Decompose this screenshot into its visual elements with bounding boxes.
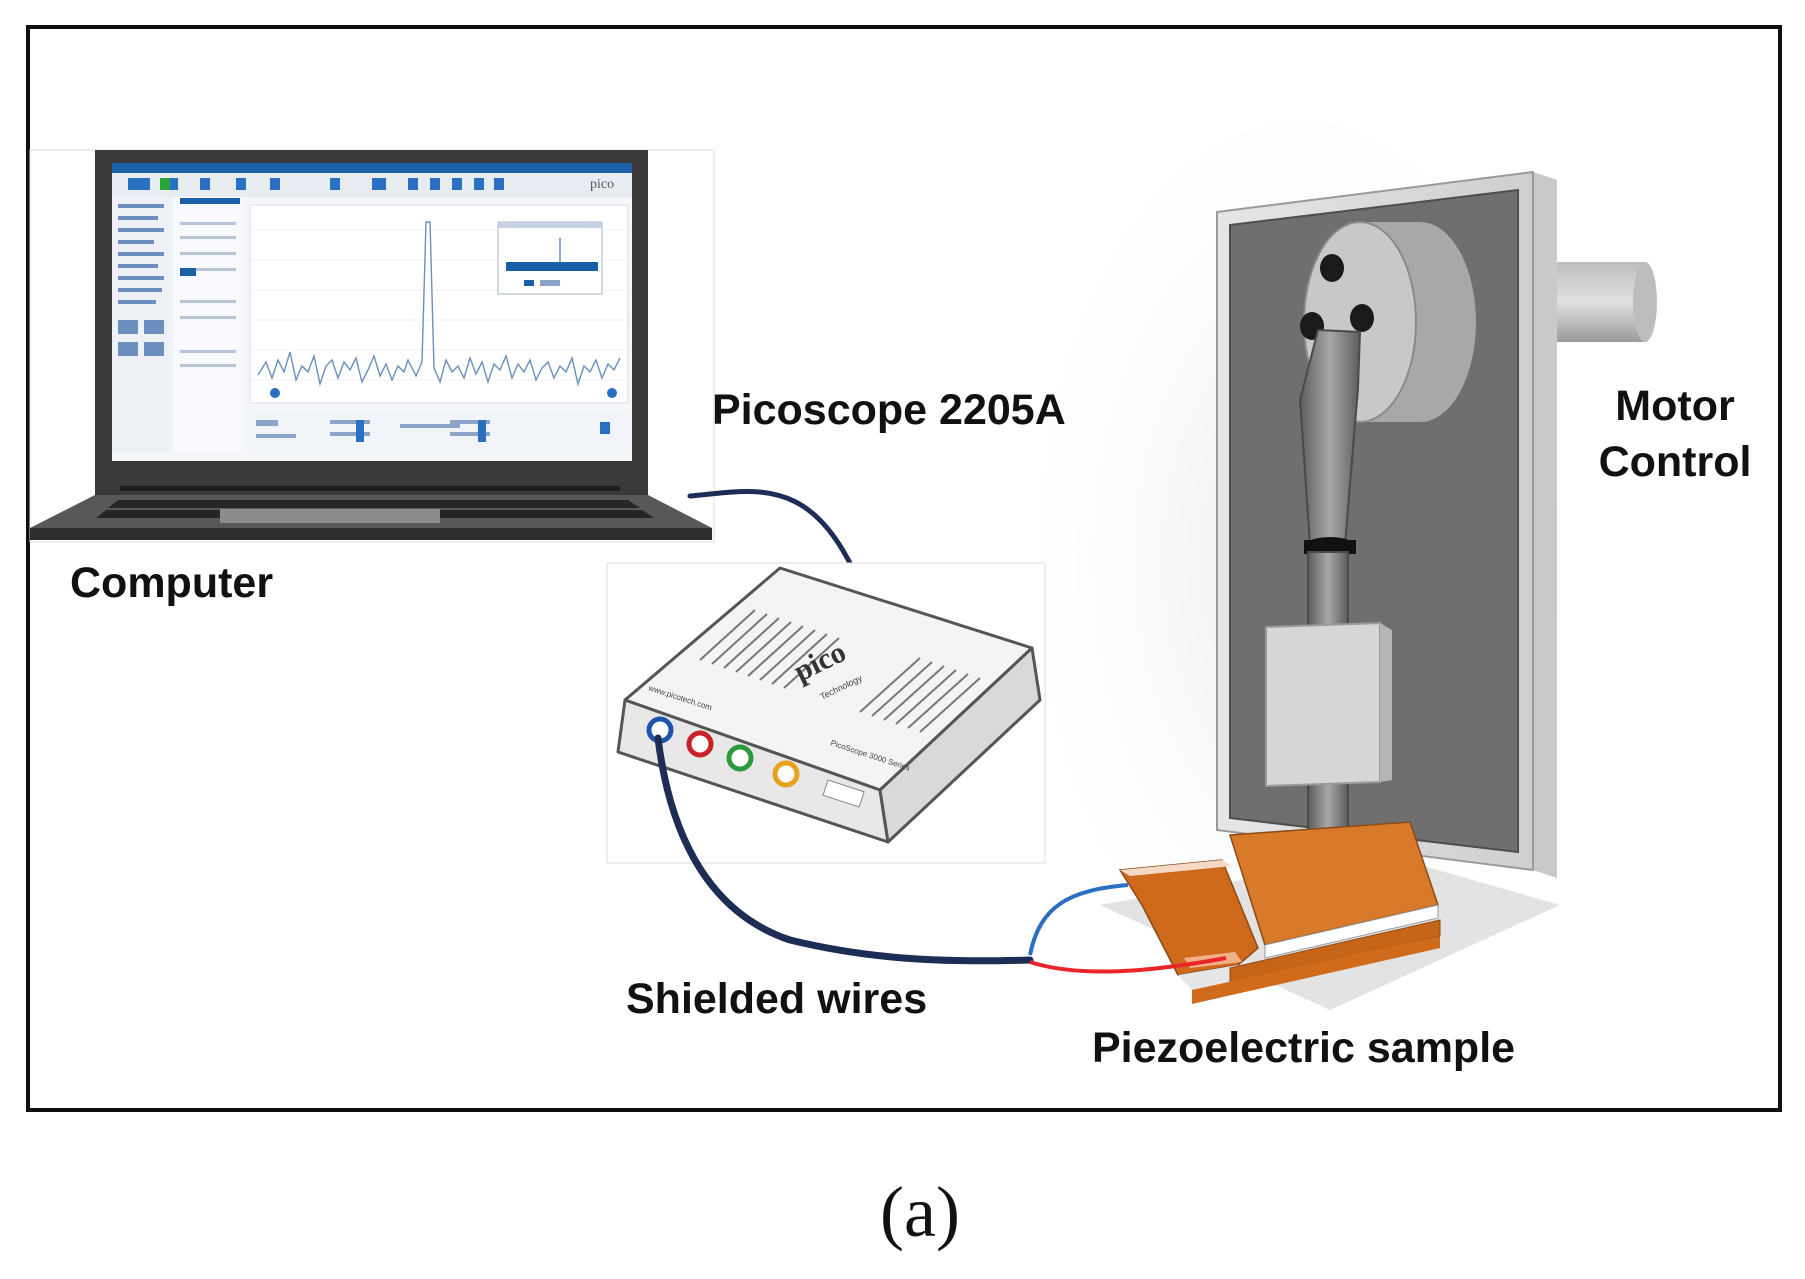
motor-shaft: [1545, 262, 1647, 342]
clamp-block: [1265, 621, 1381, 788]
label-piezoelectric-sample: Piezoelectric sample: [1092, 1024, 1515, 1072]
piezoelectric-sample: [1118, 821, 1441, 1004]
wire-red: [1029, 956, 1227, 974]
label-motor-line1: Motor: [1615, 382, 1735, 430]
picoscope-device: pico Technology www.picotech.com PicoSco…: [606, 562, 1046, 864]
wire-blue: [1028, 883, 1129, 956]
laptop: pico: [29, 149, 715, 543]
connector-channel-d: [772, 760, 800, 788]
figure-caption: (a): [880, 1172, 960, 1252]
motor-rig: [1028, 120, 1657, 1010]
label-shielded-wires: Shielded wires: [626, 975, 927, 1023]
label-computer: Computer: [70, 559, 273, 607]
connector-channel-b: [686, 730, 714, 758]
label-motor-line2: Control: [1599, 438, 1752, 486]
screen-brand: pico: [590, 177, 614, 192]
spectrum-trace: [257, 221, 621, 387]
connector-channel-c: [726, 744, 754, 772]
shielded-cable: [654, 734, 1034, 965]
label-picoscope: Picoscope 2205A: [712, 386, 1066, 434]
laptop-trackpad: [220, 509, 440, 523]
